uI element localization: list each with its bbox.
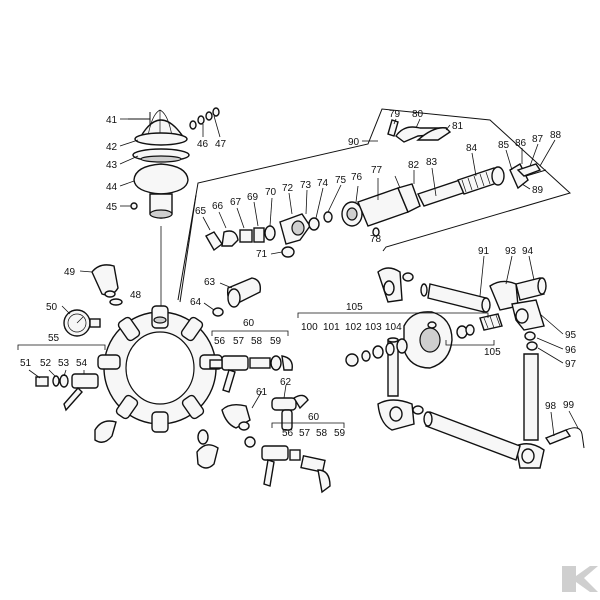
- callout-58-lower: 58: [316, 428, 328, 439]
- callout-62: 62: [280, 377, 292, 388]
- callout-88: 88: [550, 130, 562, 141]
- callout-63: 63: [204, 277, 216, 288]
- tap-assembly-51-55: [17, 344, 106, 412]
- callout-59-upper: 59: [270, 336, 282, 347]
- callout-96: 96: [565, 345, 577, 356]
- callout-72: 72: [282, 183, 294, 194]
- callout-69: 69: [247, 192, 259, 203]
- inner-row-65-75: [202, 184, 342, 258]
- callout-48: 48: [130, 290, 142, 301]
- callout-105-top: 105: [346, 302, 363, 313]
- callout-46: 46: [197, 139, 209, 150]
- callout-65: 65: [195, 206, 207, 217]
- parts-79-81: [362, 118, 452, 143]
- callout-89: 89: [532, 185, 544, 196]
- callout-56-upper: 56: [214, 336, 226, 347]
- callout-82: 82: [408, 160, 420, 171]
- callout-74: 74: [317, 178, 329, 189]
- callout-80: 80: [412, 109, 424, 120]
- callout-97: 97: [565, 359, 577, 370]
- callout-57-lower: 57: [299, 428, 311, 439]
- upper-tap-56-60: [209, 330, 293, 393]
- piston-row-76-89: [341, 139, 556, 237]
- callout-44: 44: [106, 182, 118, 193]
- callout-71: 71: [256, 249, 268, 260]
- callout-54: 54: [76, 358, 88, 369]
- assembly-frame-lines: [177, 108, 571, 303]
- callout-53: 53: [58, 358, 70, 369]
- callout-73: 73: [300, 180, 312, 191]
- callout-105-right: 105: [484, 347, 501, 358]
- callout-50: 50: [46, 302, 58, 313]
- callout-87: 87: [532, 134, 544, 145]
- callout-64: 64: [190, 297, 202, 308]
- callout-75: 75: [335, 175, 347, 186]
- callout-83: 83: [426, 157, 438, 168]
- callout-60-upper: 60: [243, 318, 255, 329]
- callout-104: 104: [385, 322, 402, 333]
- callout-61: 61: [256, 387, 268, 398]
- callout-78: 78: [370, 234, 382, 245]
- distributor-ring: [97, 305, 223, 433]
- callout-49: 49: [64, 267, 76, 278]
- callout-76: 76: [351, 172, 363, 183]
- right-pipe-frame: [297, 255, 585, 469]
- callout-58-upper: 58: [251, 336, 263, 347]
- fitting-61-62: [221, 384, 309, 431]
- callout-93: 93: [505, 246, 517, 257]
- valve-dome-assembly: [119, 107, 221, 314]
- brand-logo: [562, 566, 598, 592]
- callout-43: 43: [106, 160, 118, 171]
- callout-57-upper: 57: [233, 336, 245, 347]
- callout-47: 47: [215, 139, 227, 150]
- small-bolts: [189, 107, 220, 130]
- callout-81: 81: [452, 121, 464, 132]
- callout-59-lower: 59: [334, 428, 346, 439]
- callout-103: 103: [365, 322, 382, 333]
- callout-56-lower: 56: [282, 428, 294, 439]
- callout-86: 86: [515, 138, 527, 149]
- fitting-63-64: [203, 277, 262, 317]
- callout-94: 94: [522, 246, 534, 257]
- callout-98: 98: [545, 401, 557, 412]
- callout-42: 42: [106, 142, 118, 153]
- callout-95: 95: [565, 330, 577, 341]
- left-elbow-49: [79, 264, 123, 306]
- callout-90: 90: [348, 137, 360, 148]
- callout-77: 77: [371, 165, 383, 176]
- callout-55: 55: [48, 333, 60, 344]
- callout-102: 102: [345, 322, 362, 333]
- callout-67: 67: [230, 197, 242, 208]
- callout-70: 70: [265, 187, 277, 198]
- lower-tap-56-60: [244, 422, 345, 494]
- callout-51: 51: [20, 358, 32, 369]
- callout-100: 100: [301, 322, 318, 333]
- callout-79: 79: [389, 109, 401, 120]
- callout-91: 91: [478, 246, 490, 257]
- callout-84: 84: [466, 143, 478, 154]
- ring-elbow-fittings: [94, 420, 219, 469]
- callout-99: 99: [563, 400, 575, 411]
- callout-52: 52: [40, 358, 52, 369]
- pressure-gauge-50: [61, 305, 101, 337]
- callout-41: 41: [106, 115, 118, 126]
- callout-66: 66: [212, 201, 224, 212]
- callout-60-lower: 60: [308, 412, 320, 423]
- callout-labels: 41 42 43 44 45 46 47 48 49 50 51 52 53 5…: [20, 109, 577, 439]
- callout-85: 85: [498, 140, 510, 151]
- callout-45: 45: [106, 202, 118, 213]
- callout-101: 101: [323, 322, 340, 333]
